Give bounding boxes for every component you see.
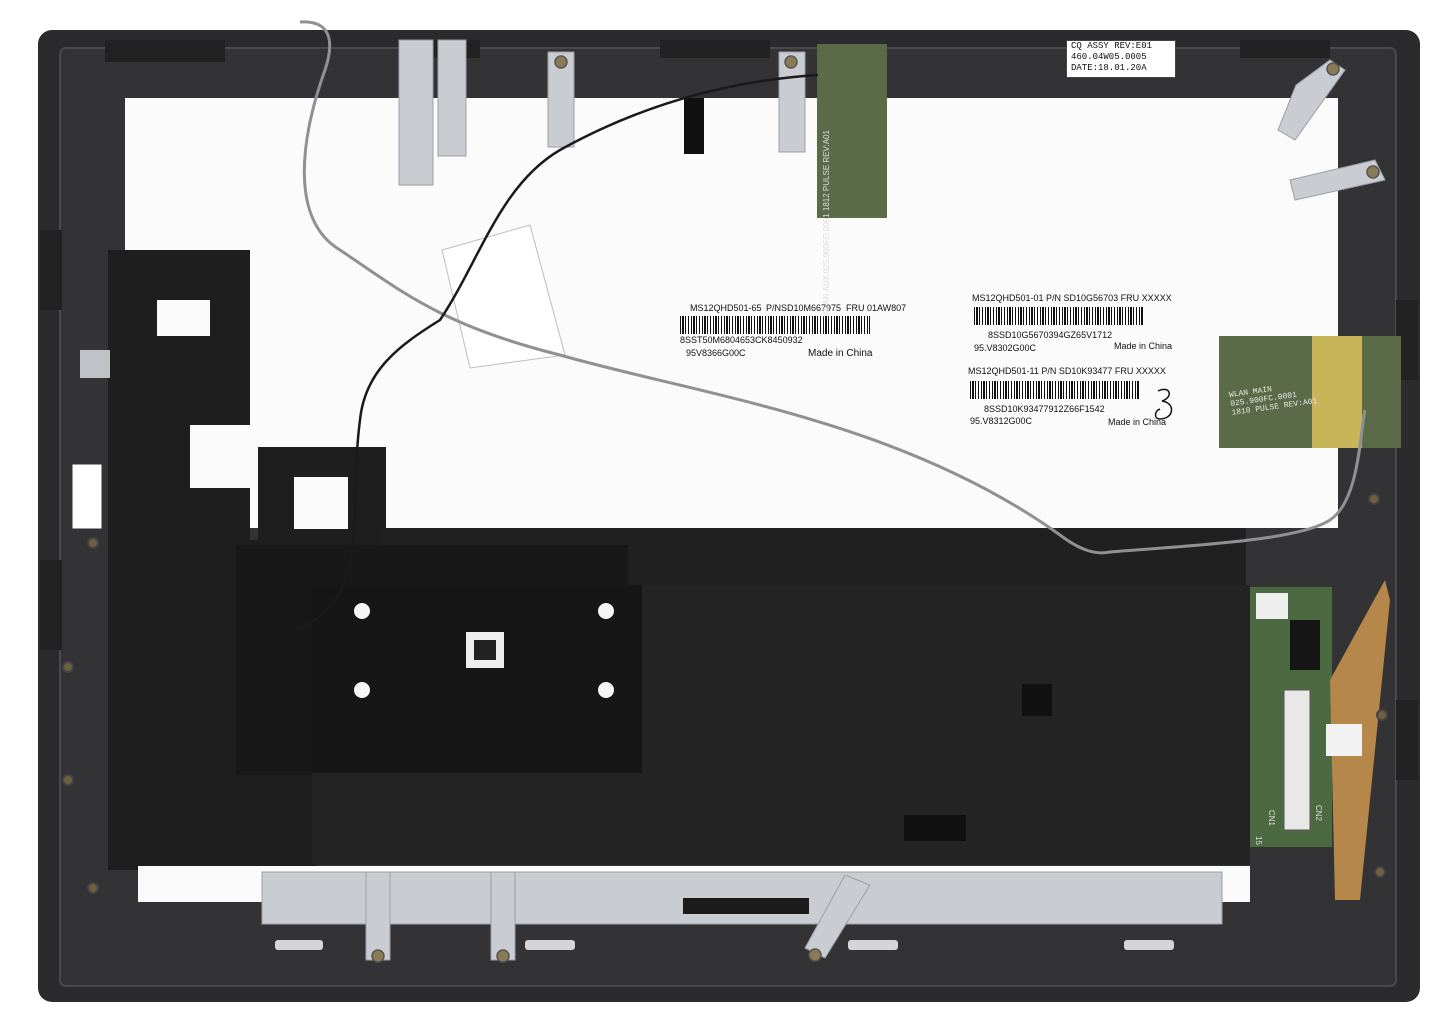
screws-top: [554, 55, 1380, 179]
shield-square-inner: [474, 640, 496, 660]
shield-holes: [354, 603, 614, 698]
panel-white-area: [125, 98, 1338, 585]
label1-pn: P/NSD10M667975: [766, 303, 842, 313]
label2-serial: 8SSD10G5670394GZ65V1712: [988, 330, 1113, 340]
assy-sticker-line3: DATE:18.01.20A: [1071, 63, 1147, 73]
antenna-main-copper: [1312, 336, 1362, 448]
shield-pad-a: [1022, 684, 1052, 716]
bottom-connector: [683, 898, 809, 914]
label1-fru: FRU 01AW807: [846, 303, 907, 313]
label1-model: MS12QHD501-65: [690, 303, 762, 313]
label2-origin: Made in China: [1114, 341, 1173, 351]
label3-serial: 8SSD10K93477912Z66F1542: [984, 404, 1105, 414]
antenna-aux-line3: 1812 PULSE REV:A01: [822, 130, 831, 212]
antenna-aux-pcb: [817, 44, 887, 218]
handwritten-mark: [1154, 388, 1173, 420]
antenna-main-pcb: [1219, 336, 1401, 448]
top-black-tab: [684, 98, 704, 154]
board-cn2: CN2: [1314, 805, 1323, 822]
label1-barcode: [680, 316, 870, 334]
bottom-clips: [275, 940, 1174, 950]
assy-sticker: CQ ASSY REV:E01 460.04W05.0005 DATE:18.0…: [1066, 40, 1176, 78]
frame-clips: [40, 40, 1418, 780]
foam-window-2: [294, 477, 348, 529]
foam-window-1: [157, 300, 210, 336]
assy-sticker-line1: CQ ASSY REV:E01: [1071, 41, 1153, 51]
label1-serial: 8SST50M6804653CK8450932: [680, 335, 803, 345]
tcon-connector: [1283, 689, 1311, 831]
label2-part: 95.V8302G00C: [974, 343, 1037, 353]
board-cn1: CN1: [1267, 810, 1276, 827]
tcon-qr: [1256, 593, 1288, 619]
label3-header: MS12QHD501-11 P/N SD10K93477 FRU XXXXX: [968, 366, 1166, 376]
flex-sticker: [1326, 724, 1362, 756]
screws-bottom: [371, 948, 822, 963]
tcon-chip: [1290, 620, 1320, 670]
antenna-aux-text: WLAN AUX 025.900FD.0001 1812 PULSE REV:A…: [822, 130, 831, 317]
shield-pad-b: [904, 815, 966, 841]
screws-side: [62, 493, 1388, 894]
silver-tapes-top: [398, 39, 1386, 201]
left-bracket: [80, 350, 110, 378]
label3-barcode: [970, 381, 1140, 399]
cable-gray: [299, 20, 1367, 555]
cable-black: [295, 73, 819, 632]
board-mark: 15: [1254, 836, 1263, 845]
label3-origin: Made in China: [1108, 417, 1167, 427]
label1-part: 95V8366G00C: [686, 348, 746, 358]
label3-part: 95.V8312G00C: [970, 416, 1033, 426]
label1-origin: Made in China: [808, 348, 873, 359]
tape-straps-bottom: [365, 871, 871, 961]
antenna-aux-line1: WLAN AUX: [822, 275, 831, 317]
left-clip: [71, 463, 103, 530]
antenna-aux-line2: 025.900FD.0001: [822, 213, 831, 273]
label2-barcode: [974, 307, 1144, 325]
label2-header: MS12QHD501-01 P/N SD10G56703 FRU XXXXX: [972, 293, 1172, 303]
assy-sticker-line2: 460.04W05.0005: [1071, 52, 1147, 62]
